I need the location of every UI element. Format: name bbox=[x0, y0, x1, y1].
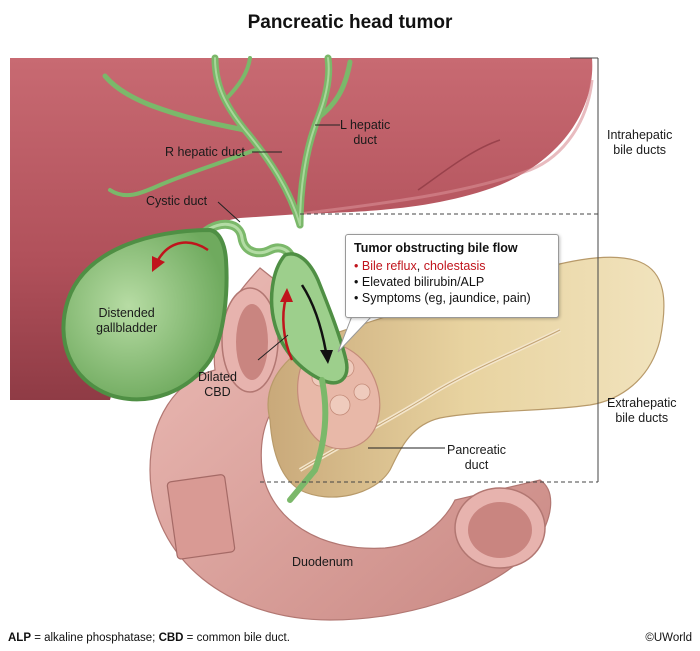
liver-edge-highlight bbox=[299, 79, 594, 216]
tumor-nodule bbox=[353, 383, 371, 401]
arrowhead bbox=[152, 256, 165, 272]
duodenum-cutaway bbox=[166, 474, 236, 560]
label-pancreatic-duct: Pancreatic duct bbox=[447, 443, 507, 472]
copyright-notice: ©UWorld bbox=[645, 632, 692, 644]
arrowhead bbox=[320, 350, 333, 364]
label-r-hepatic-duct: R hepatic duct bbox=[165, 145, 245, 159]
callout-item-symptoms: • Symptoms (eg, jaundice, pain) bbox=[354, 291, 531, 305]
callout-item-bile-reflux: • Bile reflux, cholestasis bbox=[354, 259, 486, 273]
label-intrahepatic-bile-ducts: Intrahepatic bile ducts bbox=[607, 128, 673, 157]
cystic-duct-highlight bbox=[203, 222, 294, 264]
label-duodenum: Duodenum bbox=[292, 555, 354, 569]
duodenum-lumen-end bbox=[468, 502, 532, 558]
duodenum-lumen-top bbox=[236, 304, 268, 380]
tumor-callout-box: Tumor obstructing bile flow • Bile reflu… bbox=[345, 234, 559, 318]
distended-gallbladder bbox=[61, 227, 229, 402]
distal-cbd bbox=[287, 377, 329, 503]
duct-region-brackets bbox=[260, 57, 599, 483]
label-distended-gallbladder: Distended gallbladder bbox=[96, 306, 158, 335]
intrahepatic-ducts-highlight bbox=[214, 57, 330, 226]
label-dilated-cbd: Dilated CBD bbox=[198, 370, 237, 399]
leader-lines bbox=[217, 124, 445, 449]
liver-fold bbox=[417, 139, 501, 191]
label-cystic-duct: Cystic duct bbox=[146, 194, 208, 208]
abbreviation-footnote: ALP = alkaline phosphatase; CBD = common… bbox=[8, 632, 290, 644]
bile-reflux-arrow-cbd bbox=[282, 297, 294, 361]
arrowhead bbox=[280, 288, 293, 302]
callout-item-bilirubin: • Elevated bilirubin/ALP bbox=[354, 275, 485, 289]
label-extrahepatic-bile-ducts: Extrahepatic bile ducts bbox=[607, 396, 677, 425]
tumor-nodule bbox=[329, 394, 351, 416]
callout-heading: Tumor obstructing bile flow bbox=[354, 241, 518, 255]
label-l-hepatic-duct: L hepatic duct bbox=[340, 118, 391, 147]
bile-flow-arrow bbox=[300, 284, 328, 353]
bile-reflux-arrow-gallbladder bbox=[156, 241, 209, 261]
liver bbox=[10, 58, 593, 400]
diagram-title: Pancreatic head tumor bbox=[247, 12, 453, 33]
